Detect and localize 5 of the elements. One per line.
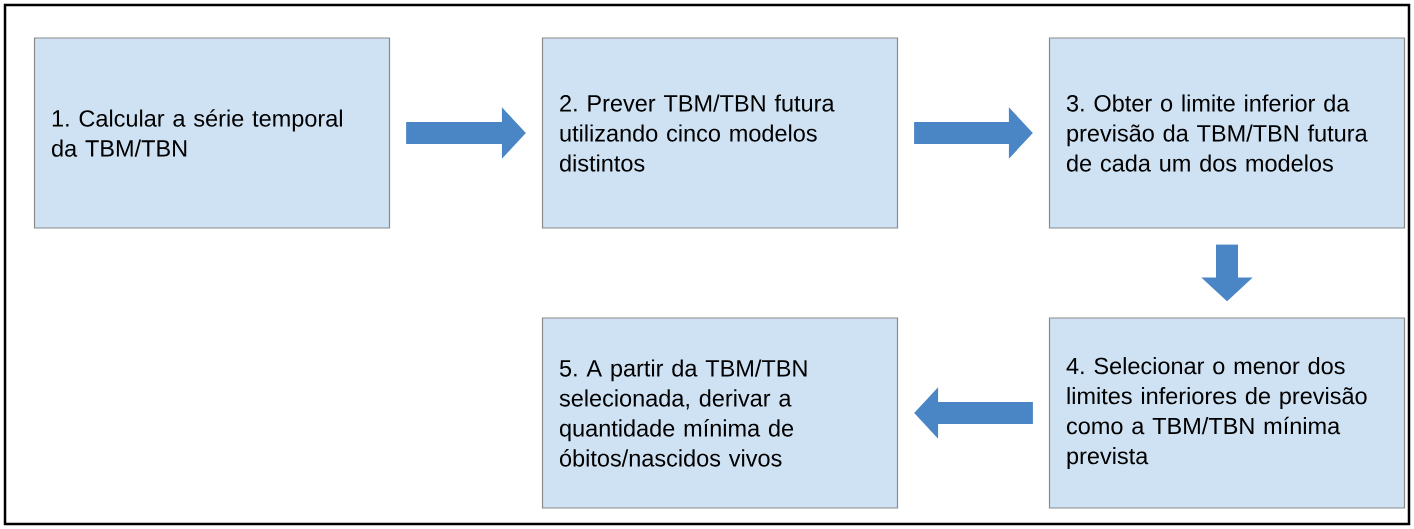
process-box: 4. Selecionar o menor dos limites inferiores de previsão como a TBM/TBN mínima prevista: [1048, 317, 1406, 509]
process-box: 5. A partir da TBM/TBN selecionada, derivar a quantidade mínima de óbitos/nascidos vivos: [541, 317, 899, 509]
process-box: 2. Prever TBM/TBN futura utilizando cinco modelos distintos: [541, 37, 899, 229]
process-box: 1. Calcular a série temporal da TBM/TBN: [33, 37, 391, 229]
process-box: 3. Obter o limite inferior da previsão da TBM/TBN futura de cada um dos modelos: [1048, 37, 1406, 229]
